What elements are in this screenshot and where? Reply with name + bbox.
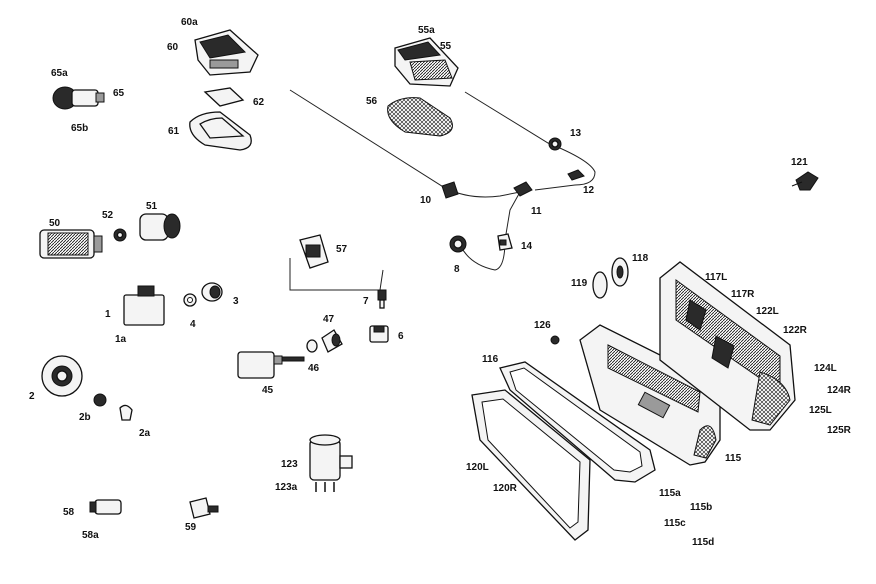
- part-14-clip: [497, 233, 513, 251]
- label-122R: 122R: [783, 325, 808, 336]
- label-65a: 65a: [51, 68, 68, 79]
- part-116-lens-frame: [499, 361, 656, 483]
- label-117R: 117R: [731, 289, 755, 300]
- part-65-switch: [52, 86, 105, 110]
- label-2a: 2a: [139, 428, 151, 439]
- label-115b: 115b: [690, 502, 712, 513]
- part-50-lighter-body: [39, 229, 103, 259]
- label-50: 50: [49, 218, 61, 229]
- part-51-knob: [139, 213, 181, 241]
- label-11: 11: [531, 206, 542, 217]
- label-58: 58: [63, 507, 75, 518]
- label-58a: 58a: [82, 530, 99, 541]
- label-123: 123: [281, 459, 298, 470]
- label-57: 57: [336, 244, 348, 255]
- label-120L: 120L: [466, 462, 489, 473]
- label-56: 56: [366, 96, 378, 107]
- part-115-lamp-housing: [579, 324, 721, 466]
- part-1-relay-box: [123, 285, 165, 326]
- label-1a: 1a: [115, 334, 127, 345]
- label-51: 51: [146, 201, 158, 212]
- part-118-bulb-holder: [611, 257, 629, 287]
- label-121: 121: [791, 157, 808, 168]
- label-119: 119: [571, 278, 588, 289]
- label-13: 13: [570, 128, 582, 139]
- part-55-light-housing: [394, 37, 459, 87]
- part-119-gasket: [592, 271, 608, 299]
- label-123a: 123a: [275, 482, 298, 493]
- part-60-dome-light-housing: [194, 29, 259, 76]
- part-2-rotary-switch: [41, 355, 83, 397]
- part-45-flasher-unit: [237, 351, 305, 379]
- label-115d: 115d: [692, 537, 714, 548]
- part-126-screw: [550, 335, 560, 345]
- label-60: 60: [167, 42, 179, 53]
- label-46: 46: [308, 363, 320, 374]
- part-2b-nut: [93, 393, 107, 407]
- part-61-cover: [189, 111, 252, 151]
- part-4-washer: [183, 293, 197, 307]
- label-126: 126: [534, 320, 551, 331]
- label-12: 12: [583, 185, 595, 196]
- label-6: 6: [398, 331, 404, 342]
- part-7-pin: [377, 289, 387, 309]
- part-13-grommet: [548, 137, 562, 151]
- part-11-connector: [513, 181, 533, 197]
- part-56-lens-grille: [387, 97, 453, 137]
- label-125R: 125R: [827, 425, 852, 436]
- label-118: 118: [632, 253, 649, 264]
- part-117-reflector-housing: [659, 261, 796, 431]
- label-14: 14: [521, 241, 533, 252]
- label-124L: 124L: [814, 363, 837, 374]
- label-65b: 65b: [71, 123, 88, 134]
- label-1: 1: [105, 309, 111, 320]
- label-10: 10: [420, 195, 432, 206]
- part-47-knob: [321, 329, 343, 353]
- callout-labels: 60a 60 55a 55 65a 65 65b 62 56 61 13 121…: [29, 17, 852, 548]
- label-120R: 120R: [493, 483, 518, 494]
- label-8: 8: [454, 264, 460, 275]
- label-47: 47: [323, 314, 335, 325]
- part-12-connector: [567, 169, 585, 181]
- part-62-lens: [203, 87, 245, 107]
- part-3-knob: [201, 282, 223, 302]
- label-3: 3: [233, 296, 239, 307]
- label-52: 52: [102, 210, 114, 221]
- part-8-grommet: [449, 235, 467, 253]
- part-10-connector: [441, 181, 459, 199]
- label-2: 2: [29, 391, 35, 402]
- label-60a: 60a: [181, 17, 198, 28]
- label-122L: 122L: [756, 306, 779, 317]
- label-65: 65: [113, 88, 125, 99]
- label-115c: 115c: [664, 518, 686, 529]
- label-115: 115: [725, 453, 742, 464]
- label-117L: 117L: [705, 272, 727, 283]
- label-4: 4: [190, 319, 196, 330]
- part-6-plug: [369, 325, 389, 343]
- part-58-socket: [89, 499, 122, 515]
- label-61: 61: [168, 126, 180, 137]
- part-123-relay: [309, 434, 353, 492]
- label-124R: 124R: [827, 385, 852, 396]
- label-7: 7: [363, 296, 369, 307]
- label-62: 62: [253, 97, 265, 108]
- part-57-relay-socket: [299, 234, 329, 269]
- label-59: 59: [185, 522, 197, 533]
- label-45: 45: [262, 385, 274, 396]
- part-46-washer: [306, 339, 318, 353]
- label-55: 55: [440, 41, 452, 52]
- part-2a-knob: [119, 404, 133, 421]
- label-115a: 115a: [659, 488, 681, 499]
- label-55a: 55a: [418, 25, 435, 36]
- label-116: 116: [482, 354, 499, 365]
- part-120-gasket: [471, 389, 591, 541]
- label-125L: 125L: [809, 405, 832, 416]
- label-2b: 2b: [79, 412, 91, 423]
- part-121-bracket: [791, 171, 819, 191]
- part-52-ring: [113, 228, 127, 242]
- part-59-bracket: [189, 497, 219, 519]
